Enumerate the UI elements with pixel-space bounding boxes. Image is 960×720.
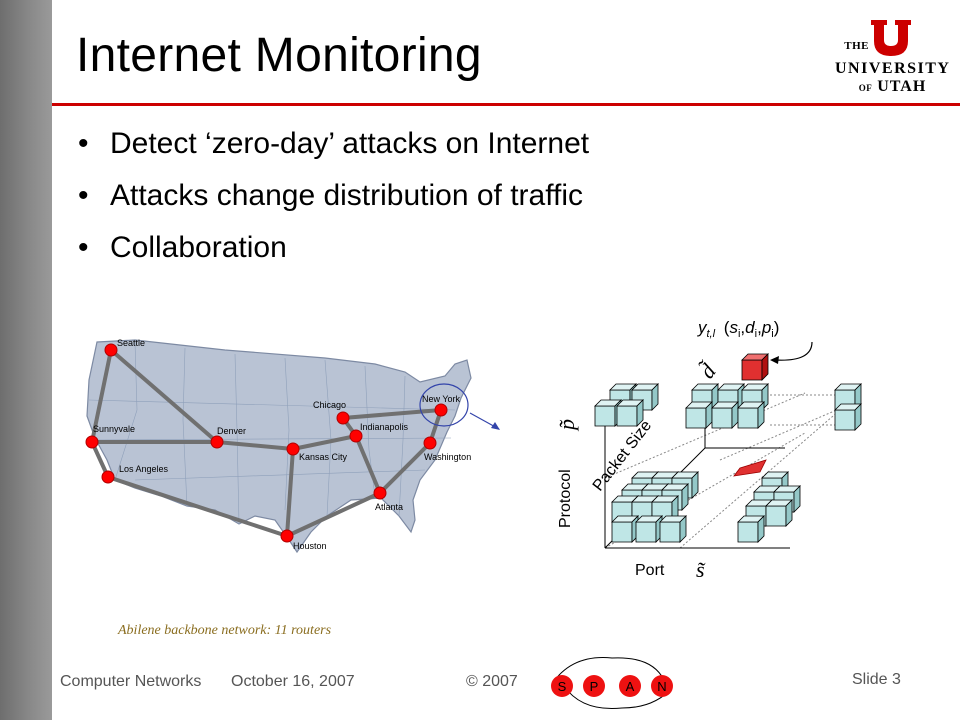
formula-pointer-arrow <box>774 341 813 361</box>
traffic-distribution-figure: yt,l (si,di,pi) Protocol p̃ Packet Size … <box>554 318 862 582</box>
packet-cube <box>765 499 793 527</box>
router-new-york <box>434 403 448 417</box>
formula-part: i <box>755 328 757 340</box>
logo-university: UNIVERSITY <box>835 60 951 77</box>
us-network-map: Seattle Sunnyvale Los Angeles Denver Kan… <box>85 338 500 554</box>
city-label: Los Angeles <box>119 464 169 474</box>
formula-part: ) <box>774 318 780 337</box>
city-label: Kansas City <box>299 452 348 462</box>
packet-cube <box>611 515 639 543</box>
packet-cube <box>737 515 765 543</box>
city-labels: Seattle Sunnyvale Los Angeles Denver Kan… <box>93 338 471 551</box>
formula-part: i <box>738 328 740 340</box>
router-houston <box>280 529 294 543</box>
span-letter-bubble <box>619 675 641 697</box>
formula-part: p <box>761 318 771 337</box>
highlight-cube <box>741 353 769 381</box>
router-seattle <box>104 343 118 357</box>
span-letter: N <box>657 679 666 694</box>
bullet-list: Detect ‘zero-day’ attacks on Internet At… <box>78 118 589 274</box>
packet-cube <box>685 401 713 429</box>
packet-cubes <box>594 383 862 543</box>
routers <box>85 343 448 543</box>
span-letter-bubble <box>551 675 573 697</box>
bullet-item: Detect ‘zero-day’ attacks on Internet <box>78 118 589 170</box>
router-indianapolis <box>349 429 363 443</box>
diagonal-axis-symbol: d̃ <box>694 358 721 383</box>
logo-utah: UTAH <box>877 78 927 95</box>
router-kansas-city <box>286 442 300 456</box>
packet-cube <box>594 399 622 427</box>
packet-cube <box>834 403 862 431</box>
router-los-angeles <box>101 470 115 484</box>
packet-cube <box>737 401 765 429</box>
formula-part: i <box>771 328 773 340</box>
highlight-slice <box>733 459 767 477</box>
footer-copyright: © 2007 <box>466 673 518 690</box>
span-letter-bubble <box>651 675 673 697</box>
city-label: New York <box>422 394 461 404</box>
university-logo: THE UNIVERSITY OF UTAH <box>835 20 950 100</box>
formula-part: d <box>745 318 755 337</box>
logo-of: OF <box>858 83 873 93</box>
slide-title: Internet Monitoring <box>76 29 482 82</box>
footer-slide-number: Slide 3 <box>852 671 901 688</box>
span-letter: A <box>626 679 635 694</box>
block-u-icon <box>871 20 911 56</box>
formula-part: s <box>729 318 738 337</box>
packet-cube <box>635 515 663 543</box>
bullet-item: Attacks change distribution of traffic <box>78 170 589 222</box>
packet-cube <box>711 401 739 429</box>
logo-of-utah: OF UTAH <box>835 78 950 96</box>
new-york-highlight-ring <box>419 383 469 427</box>
span-letter: S <box>558 679 567 694</box>
title-divider <box>52 103 960 106</box>
y-axis-label: Protocol <box>557 469 574 528</box>
city-label: Washington <box>424 452 471 462</box>
city-label: Sunnyvale <box>93 424 135 434</box>
city-label: Seattle <box>117 338 145 348</box>
y-axis-symbol: p̃ <box>554 419 579 432</box>
span-letter-bubble <box>583 675 605 697</box>
x-axis-label: Port <box>635 562 665 579</box>
footer-date: October 16, 2007 <box>231 673 355 690</box>
bullet-item: Collaboration <box>78 222 589 274</box>
router-washington <box>423 436 437 450</box>
logo-the: THE <box>844 40 869 52</box>
formula-part: , <box>757 318 762 337</box>
span-letter: P <box>590 679 599 694</box>
formula-part: ( <box>724 318 730 337</box>
formula-part: , <box>740 318 745 337</box>
router-denver <box>210 435 224 449</box>
router-atlanta <box>373 486 387 500</box>
city-label: Chicago <box>313 400 346 410</box>
city-label: Atlanta <box>375 502 403 512</box>
city-label: Indianapolis <box>360 422 409 432</box>
zoom-arrow-head <box>491 422 500 430</box>
router-chicago <box>336 411 350 425</box>
router-sunnyvale <box>85 435 99 449</box>
map-caption: Abilene backbone network: 11 routers <box>118 623 332 638</box>
footer-course: Computer Networks <box>60 673 202 690</box>
city-label: Denver <box>217 426 246 436</box>
formula-pointer-head <box>770 356 779 364</box>
x-axis-symbol: s̃ <box>696 557 706 582</box>
packet-cube <box>616 399 644 427</box>
left-accent-bar <box>0 0 52 720</box>
city-label: Houston <box>293 541 327 551</box>
packet-cube <box>659 515 687 543</box>
state-borders <box>88 341 456 525</box>
formula: yt,l (si,di,pi) <box>697 318 779 340</box>
span-logo: S P A N <box>551 657 673 710</box>
